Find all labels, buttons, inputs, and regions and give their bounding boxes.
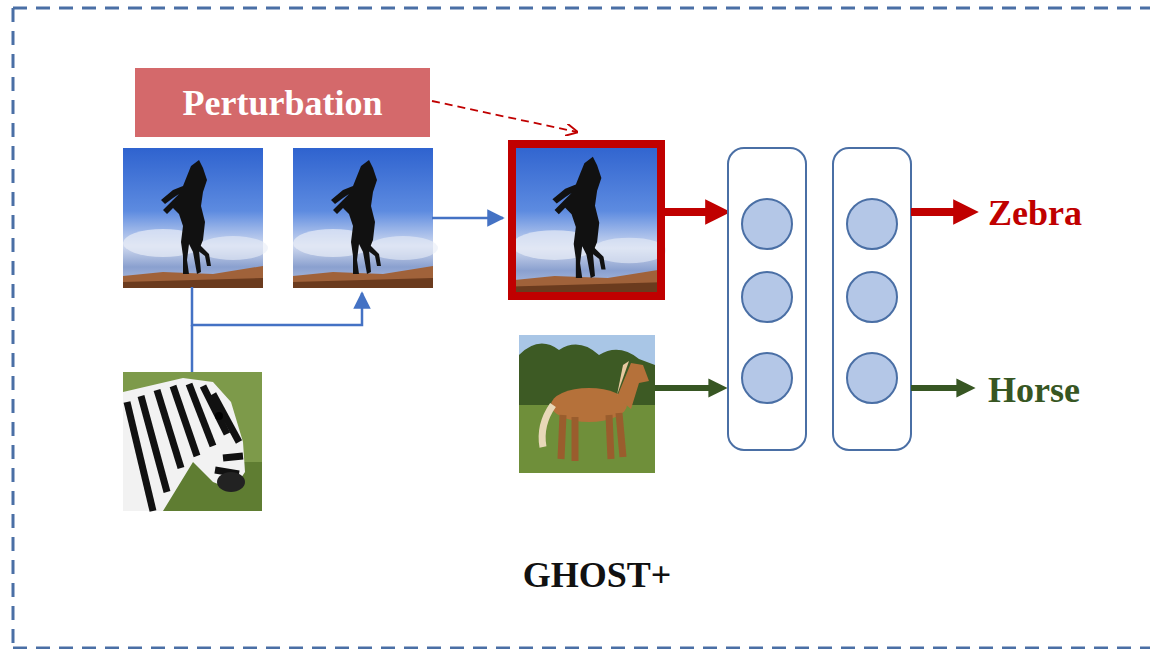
class-label: Horse bbox=[988, 369, 1080, 411]
perturbation-box: Perturbation bbox=[135, 68, 430, 137]
node-text: Perturbation bbox=[183, 82, 383, 124]
class-label: Zebra bbox=[988, 192, 1082, 234]
figure-caption: GHOST+ bbox=[523, 554, 672, 596]
